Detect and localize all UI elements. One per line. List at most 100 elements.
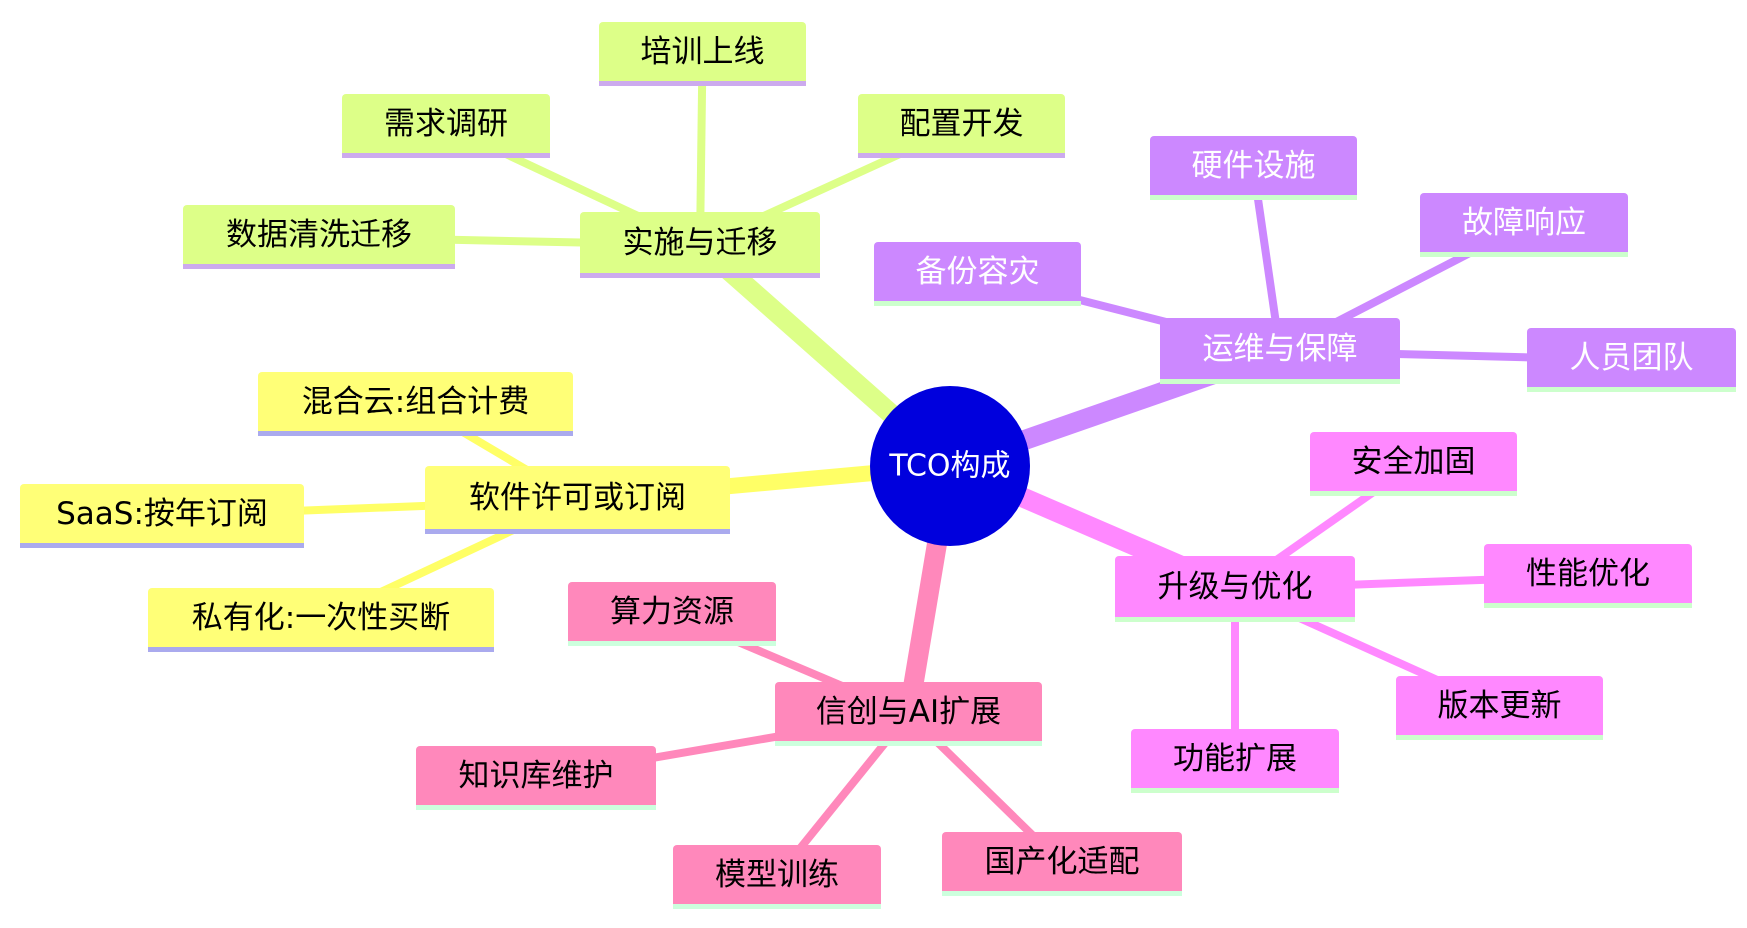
branch-node-operations-box xyxy=(1160,318,1400,384)
leaf-node-xinchuang-2-label: 模型训练 xyxy=(715,857,839,893)
leaf-node-upgrade-0: 安全加固 xyxy=(1310,432,1517,496)
leaf-node-license-2-label: 私有化:一次性买断 xyxy=(192,600,450,636)
leaf-node-xinchuang-0-box xyxy=(568,582,776,646)
center-label: TCO构成 xyxy=(888,449,1010,484)
leaf-node-license-1-box xyxy=(20,484,304,548)
branch-node-license-label: 软件许可或订阅 xyxy=(469,480,686,516)
leaf-node-operations-3-underline xyxy=(1527,387,1736,392)
leaf-node-operations-2-box xyxy=(874,242,1081,306)
leaf-node-implementation-3-label: 数据清洗迁移 xyxy=(226,217,412,253)
leaf-node-upgrade-1-underline xyxy=(1484,603,1692,608)
leaf-node-operations-0-box xyxy=(1150,136,1357,200)
branch-node-license: 软件许可或订阅 xyxy=(425,466,730,534)
branch-node-upgrade-underline xyxy=(1115,617,1355,622)
leaf-node-operations-3: 人员团队 xyxy=(1527,328,1736,392)
leaf-node-operations-0-label: 硬件设施 xyxy=(1192,148,1316,184)
leaf-node-xinchuang-3-underline xyxy=(942,891,1182,896)
leaf-node-license-2: 私有化:一次性买断 xyxy=(148,588,494,652)
leaf-node-upgrade-0-label: 安全加固 xyxy=(1352,444,1476,480)
branch-node-implementation-underline xyxy=(580,273,820,278)
leaf-node-implementation-3-box xyxy=(183,205,455,269)
leaf-node-upgrade-1-label: 性能优化 xyxy=(1526,556,1650,592)
leaf-node-upgrade-2: 版本更新 xyxy=(1396,676,1603,740)
branch-node-license-underline xyxy=(425,529,730,534)
leaf-node-implementation-2-underline xyxy=(858,153,1065,158)
leaf-node-xinchuang-2-box xyxy=(673,845,881,909)
branch-node-upgrade: 升级与优化 xyxy=(1115,556,1355,622)
leaf-node-operations-2: 备份容灾 xyxy=(874,242,1081,306)
leaf-node-license-0-underline xyxy=(258,431,573,436)
leaf-node-operations-1-underline xyxy=(1420,252,1628,257)
leaf-node-license-0: 混合云:组合计费 xyxy=(258,372,573,436)
leaf-node-upgrade-3-label: 功能扩展 xyxy=(1173,741,1297,777)
leaf-node-operations-0-underline xyxy=(1150,195,1357,200)
leaf-node-license-1-underline xyxy=(20,543,304,548)
leaf-node-xinchuang-0-label: 算力资源 xyxy=(610,594,734,630)
leaf-node-license-0-label: 混合云:组合计费 xyxy=(302,384,529,420)
branch-node-implementation-box xyxy=(580,212,820,278)
leaf-node-upgrade-3-underline xyxy=(1131,788,1339,793)
branch-node-upgrade-box xyxy=(1115,556,1355,622)
leaf-node-upgrade-2-label: 版本更新 xyxy=(1438,688,1562,724)
leaf-node-license-2-box xyxy=(148,588,494,652)
leaf-node-implementation-2-box xyxy=(858,94,1065,158)
branch-node-license-box xyxy=(425,466,730,534)
leaf-node-xinchuang-0: 算力资源 xyxy=(568,582,776,646)
branch-node-xinchuang-box xyxy=(775,682,1042,746)
branch-node-xinchuang: 信创与AI扩展 xyxy=(775,682,1042,746)
leaf-node-implementation-0-label: 培训上线 xyxy=(641,34,765,70)
leaf-node-xinchuang-3-label: 国产化适配 xyxy=(985,844,1140,880)
leaf-node-implementation-1-underline xyxy=(342,153,550,158)
leaf-node-upgrade-3: 功能扩展 xyxy=(1131,729,1339,793)
leaf-node-operations-1-box xyxy=(1420,193,1628,257)
leaf-node-xinchuang-3-box xyxy=(942,832,1182,896)
branch-node-upgrade-label: 升级与优化 xyxy=(1158,569,1313,605)
leaf-node-operations-1-label: 故障响应 xyxy=(1462,205,1586,241)
leaf-node-upgrade-0-underline xyxy=(1310,491,1517,496)
leaf-node-operations-2-underline xyxy=(874,301,1081,306)
leaf-node-xinchuang-0-underline xyxy=(568,641,776,646)
leaf-node-upgrade-1: 性能优化 xyxy=(1484,544,1692,608)
leaf-node-implementation-3: 数据清洗迁移 xyxy=(183,205,455,269)
branch-node-operations: 运维与保障 xyxy=(1160,318,1400,384)
leaf-node-operations-3-label: 人员团队 xyxy=(1570,340,1694,376)
leaf-node-xinchuang-1: 知识库维护 xyxy=(416,746,656,810)
leaf-node-license-1: SaaS:按年订阅 xyxy=(20,484,304,548)
branch-node-implementation: 实施与迁移 xyxy=(580,212,820,278)
leaf-node-upgrade-2-underline xyxy=(1396,735,1603,740)
center-node: TCO构成 xyxy=(870,386,1030,546)
leaf-node-license-2-underline xyxy=(148,647,494,652)
leaf-node-upgrade-2-box xyxy=(1396,676,1603,740)
branch-node-operations-underline xyxy=(1160,379,1400,384)
leaf-node-implementation-0: 培训上线 xyxy=(599,22,806,86)
leaf-node-upgrade-0-box xyxy=(1310,432,1517,496)
leaf-node-operations-1: 故障响应 xyxy=(1420,193,1628,257)
leaf-node-license-0-box xyxy=(258,372,573,436)
leaf-node-xinchuang-2-underline xyxy=(673,904,881,909)
leaf-node-implementation-0-box xyxy=(599,22,806,86)
leaf-node-upgrade-3-box xyxy=(1131,729,1339,793)
branch-node-xinchuang-underline xyxy=(775,741,1042,746)
branch-node-operations-label: 运维与保障 xyxy=(1203,331,1358,367)
leaf-node-operations-2-label: 备份容灾 xyxy=(916,254,1040,290)
branch-node-xinchuang-label: 信创与AI扩展 xyxy=(816,694,1001,730)
leaf-node-implementation-1-label: 需求调研 xyxy=(384,106,508,142)
leaf-node-implementation-2: 配置开发 xyxy=(858,94,1065,158)
leaf-node-xinchuang-3: 国产化适配 xyxy=(942,832,1182,896)
leaf-node-implementation-1-box xyxy=(342,94,550,158)
leaf-node-operations-0: 硬件设施 xyxy=(1150,136,1357,200)
leaf-node-implementation-1: 需求调研 xyxy=(342,94,550,158)
leaf-node-xinchuang-1-box xyxy=(416,746,656,810)
leaf-node-implementation-2-label: 配置开发 xyxy=(900,106,1024,142)
branch-node-implementation-label: 实施与迁移 xyxy=(623,225,778,261)
center-circle xyxy=(870,386,1030,546)
leaf-node-upgrade-1-box xyxy=(1484,544,1692,608)
leaf-node-operations-3-box xyxy=(1527,328,1736,392)
leaf-node-license-1-label: SaaS:按年订阅 xyxy=(56,496,268,532)
leaf-node-xinchuang-1-underline xyxy=(416,805,656,810)
leaf-node-xinchuang-1-label: 知识库维护 xyxy=(459,758,614,794)
leaf-node-implementation-3-underline xyxy=(183,264,455,269)
leaf-node-xinchuang-2: 模型训练 xyxy=(673,845,881,909)
